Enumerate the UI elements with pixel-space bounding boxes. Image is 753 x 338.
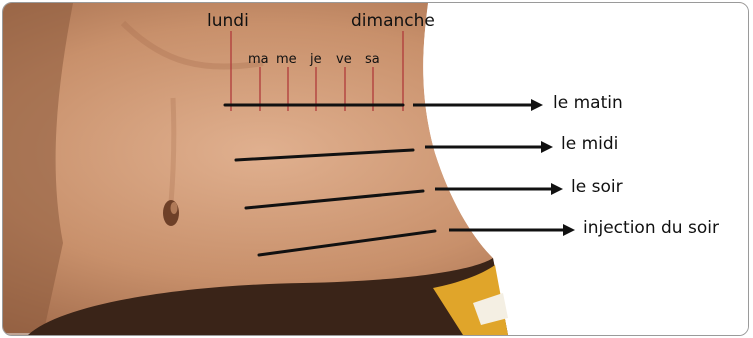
navel <box>163 200 179 226</box>
navel-highlight <box>171 202 178 214</box>
day-label-tue: ma <box>248 53 269 66</box>
zone-label-noon: le midi <box>561 136 618 153</box>
day-label-fri: ve <box>336 53 352 66</box>
week-end-label: dimanche <box>351 13 435 30</box>
day-label-wed: me <box>276 53 297 66</box>
abdominal-line <box>171 98 174 203</box>
zone-label-evening: le soir <box>571 179 623 196</box>
day-label-sat: sa <box>365 53 380 66</box>
zone-label-morning: le matin <box>553 95 623 112</box>
day-label-thu: je <box>310 53 322 66</box>
zone-label-evening-injection: injection du soir <box>583 220 719 237</box>
week-start-label: lundi <box>207 13 249 30</box>
